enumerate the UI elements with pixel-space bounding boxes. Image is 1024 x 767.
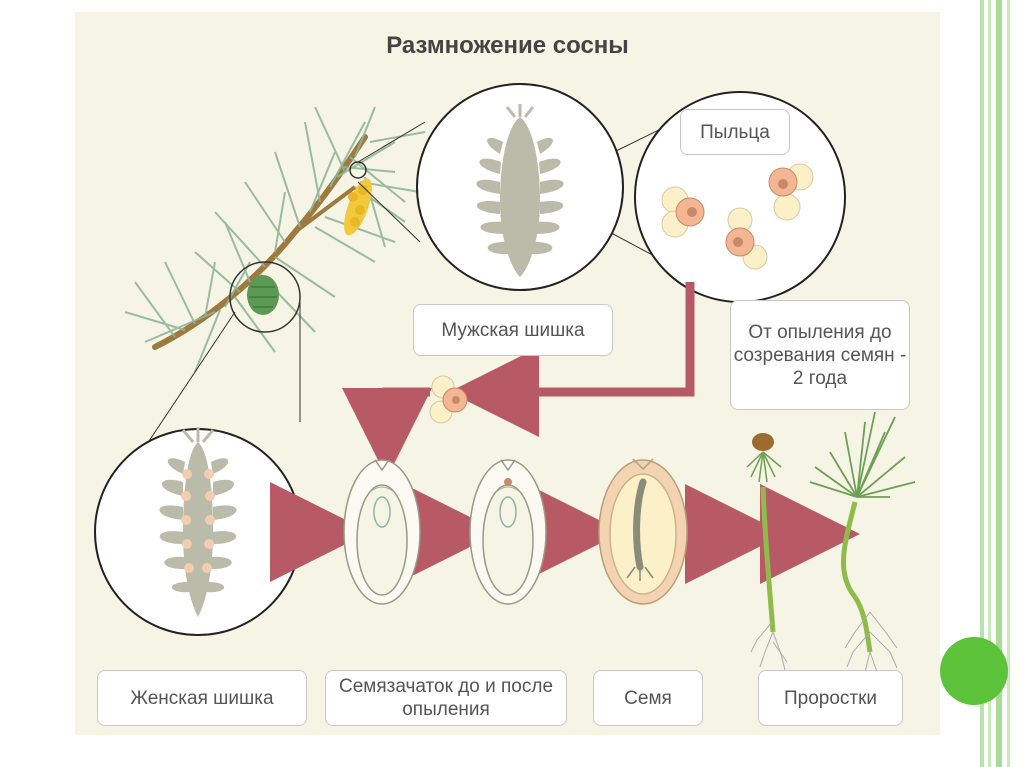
diagram-panel: Размножение сосны Пыльца Мужская шишка О… <box>75 12 940 735</box>
label-duration: От опыления до созревания семян - 2 года <box>730 300 910 410</box>
label-sprouts: Проростки <box>758 670 903 726</box>
pollen-transfer-arrow <box>342 282 695 478</box>
male-cone-zoom <box>416 83 624 291</box>
seed-illustration <box>598 458 688 605</box>
diagram-drawing <box>94 83 916 673</box>
label-pollen: Пыльца <box>680 109 790 155</box>
label-seed: Семя <box>593 670 703 726</box>
ovule-after-pollination <box>469 459 547 605</box>
label-male-cone: Мужская шишка <box>413 304 613 356</box>
label-ovule: Семязачаток до и после опыления <box>325 670 567 726</box>
seedling-large <box>809 411 916 673</box>
process-arrows <box>270 482 860 584</box>
pine-branch-illustration <box>124 106 426 373</box>
seedling-small <box>746 433 788 671</box>
diagram-title: Размножение сосны <box>386 32 629 59</box>
ovule-before-pollination <box>343 459 421 605</box>
female-cone-zoom <box>94 427 302 636</box>
decorative-green-circle <box>940 637 1008 705</box>
slide-border-stripes <box>980 0 1010 767</box>
label-female-cone: Женская шишка <box>97 670 307 726</box>
